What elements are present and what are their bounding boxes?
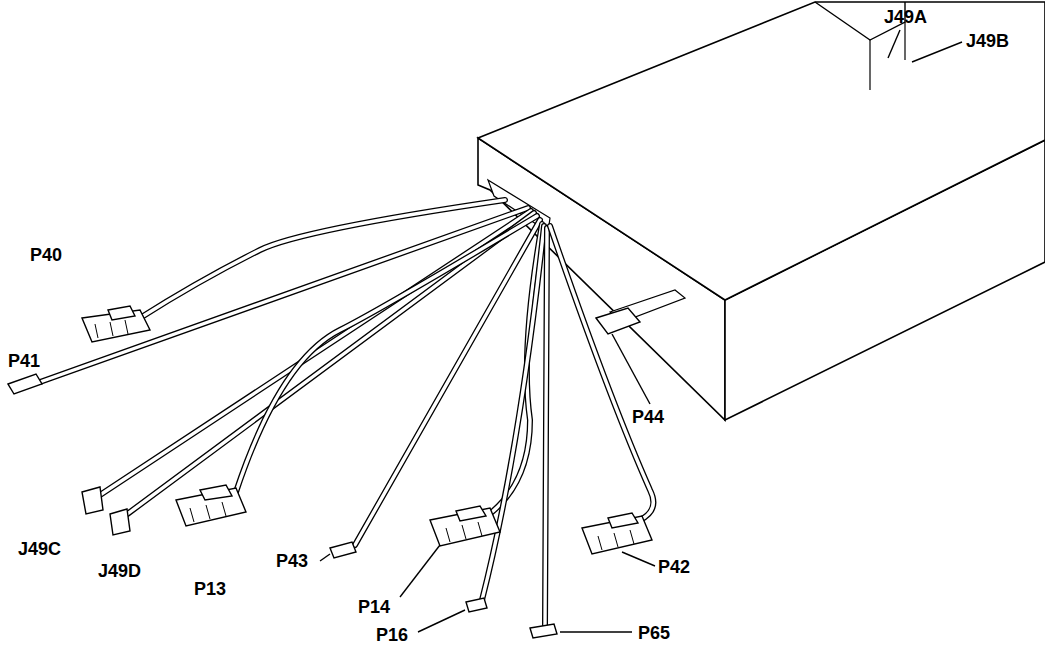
connector-label: P40 [30, 246, 62, 264]
connector-label: P42 [658, 558, 690, 576]
connector-label: P43 [276, 552, 308, 570]
connector-label: P14 [358, 598, 390, 616]
connector-label: P13 [194, 580, 226, 598]
cable-bundle [40, 200, 653, 626]
connector-label: P41 [8, 352, 40, 370]
connector-label: P16 [376, 626, 408, 644]
connector-label: J49C [18, 540, 61, 558]
connector-shapes [8, 306, 652, 638]
connector-label: P44 [632, 408, 664, 426]
connector-label: J49B [966, 32, 1009, 50]
connector [596, 308, 640, 334]
housing-notch [904, 22, 905, 60]
connector-label: J49A [884, 8, 927, 26]
connector-label: P65 [638, 624, 670, 642]
connector-label: J49D [98, 562, 141, 580]
leader-lines [320, 30, 962, 632]
housing-notch [869, 40, 870, 90]
